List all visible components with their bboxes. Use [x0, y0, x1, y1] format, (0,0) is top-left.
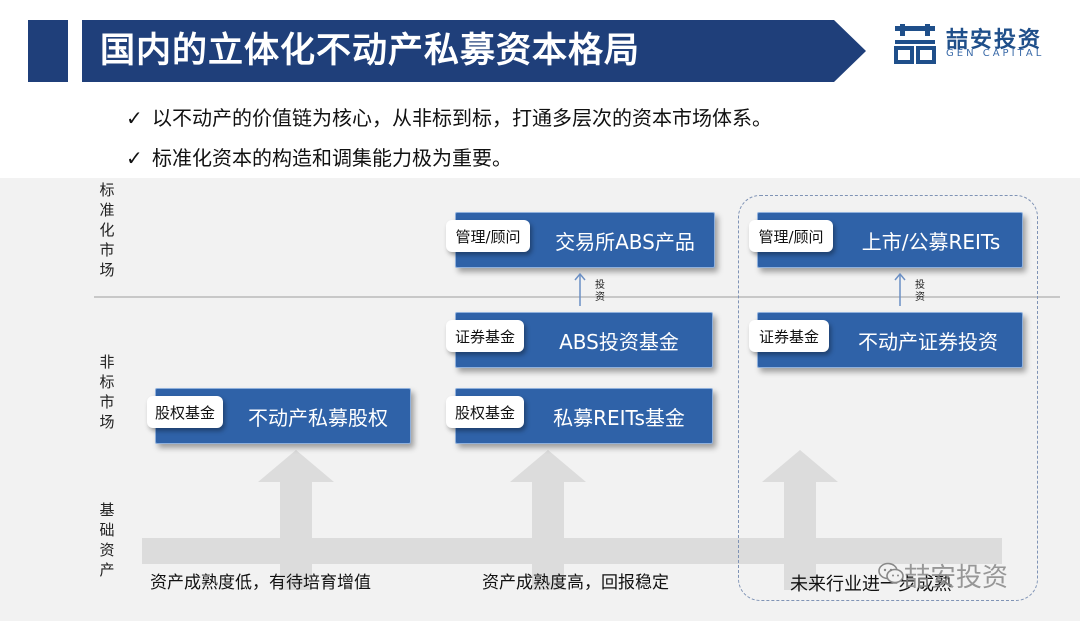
bottom-label-low-maturity: 资产成熟度低，有待培育增值	[150, 573, 371, 593]
bullet-item: ✓ 以不动产的价值链为核心，从非标到标，打通多层次的资本市场体系。	[126, 102, 772, 131]
up-arrow-icon	[258, 450, 334, 590]
tag-securities-fund: 证券基金	[446, 320, 524, 352]
bullet-text: 标准化资本的构造和调集能力极为重要。	[152, 146, 512, 170]
axis-label-standard-market: 标准化市场	[96, 180, 118, 280]
bullet-text: 以不动产的价值链为核心，从非标到标，打通多层次的资本市场体系。	[152, 106, 772, 130]
future-group-outline	[738, 195, 1038, 601]
box-label: 私募REITs基金	[553, 405, 685, 430]
tag-securities-fund: 证券基金	[749, 320, 829, 352]
up-arrow-icon	[762, 450, 838, 590]
axis-text: 基础资产	[99, 501, 115, 579]
tag-management-advisory: 管理/顾问	[446, 220, 530, 252]
check-icon: ✓	[126, 106, 143, 130]
header-accent-bar	[28, 20, 68, 82]
box-label: 交易所ABS产品	[555, 229, 695, 254]
company-logo-icon	[894, 24, 936, 64]
bottom-label-future: 未来行业进一步成熟	[790, 574, 952, 595]
bullet-item: ✓ 标准化资本的构造和调集能力极为重要。	[126, 142, 512, 171]
market-divider-line	[94, 296, 1060, 298]
axis-label-nonstandard-market: 非标市场	[96, 352, 118, 432]
box-label: 不动产私募股权	[248, 405, 388, 430]
tag-management-advisory: 管理/顾问	[749, 220, 833, 252]
check-icon: ✓	[126, 146, 143, 170]
invest-label: 投资	[595, 280, 605, 303]
axis-text: 标准化市场	[99, 181, 115, 279]
invest-label: 投资	[915, 280, 925, 303]
invest-arrow-icon	[574, 272, 586, 306]
invest-arrow-icon	[894, 272, 906, 306]
wechat-icon	[878, 562, 904, 584]
header-ribbon	[82, 20, 866, 82]
axis-label-underlying-assets: 基础资产	[96, 500, 118, 580]
box-label: ABS投资基金	[559, 329, 679, 354]
logo-chinese-name: 喆安投资	[946, 28, 1043, 53]
bottom-label-high-maturity: 资产成熟度高，回报稳定	[482, 573, 669, 593]
up-arrow-icon	[510, 450, 586, 590]
tag-equity-fund: 股权基金	[147, 396, 223, 428]
logo-english-name: GEN CAPITAL	[946, 48, 1045, 59]
watermark: 喆安投资	[904, 563, 1009, 593]
page-title: 国内的立体化不动产私募资本格局	[100, 31, 641, 71]
box-label: 上市/公募REITs	[861, 229, 1001, 254]
box-label: 不动产证券投资	[858, 329, 998, 354]
axis-text: 非标市场	[99, 353, 115, 431]
tag-equity-fund: 股权基金	[446, 396, 524, 428]
